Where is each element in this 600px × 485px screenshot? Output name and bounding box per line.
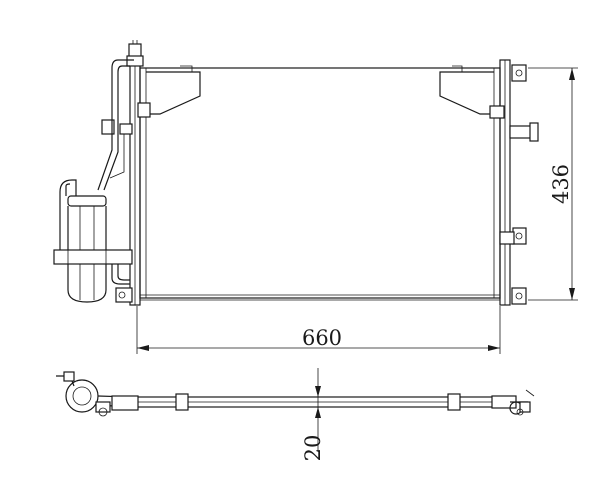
condenser-front-view: [53, 40, 539, 306]
right-side-tank: [499, 59, 511, 306]
thickness-dimension-label: 20: [301, 435, 325, 462]
height-dimension-label: 436: [549, 164, 573, 204]
plan-right-end-fittings: [491, 389, 535, 416]
width-dimension: 660: [136, 306, 501, 354]
height-dimension: 436: [528, 67, 578, 301]
plan-left-end-fittings: [56, 371, 139, 417]
outlet-pipe-fitting: [509, 122, 539, 142]
receiver-drier: [59, 179, 107, 303]
left-side-tank: [129, 61, 141, 306]
condenser-plan-view: [56, 371, 535, 417]
right-mounting-tabs: [489, 64, 527, 305]
left-mounting-tabs: [101, 102, 151, 303]
refrigerant-pipe: [97, 59, 134, 191]
inlet-fitting: [126, 40, 144, 67]
top-left-bracket: [146, 65, 201, 115]
width-dimension-label: 660: [302, 326, 342, 350]
condenser-core: [139, 67, 501, 301]
drier-clamp: [53, 249, 133, 285]
top-right-bracket: [439, 65, 494, 115]
thickness-dimension: 20: [301, 368, 325, 461]
